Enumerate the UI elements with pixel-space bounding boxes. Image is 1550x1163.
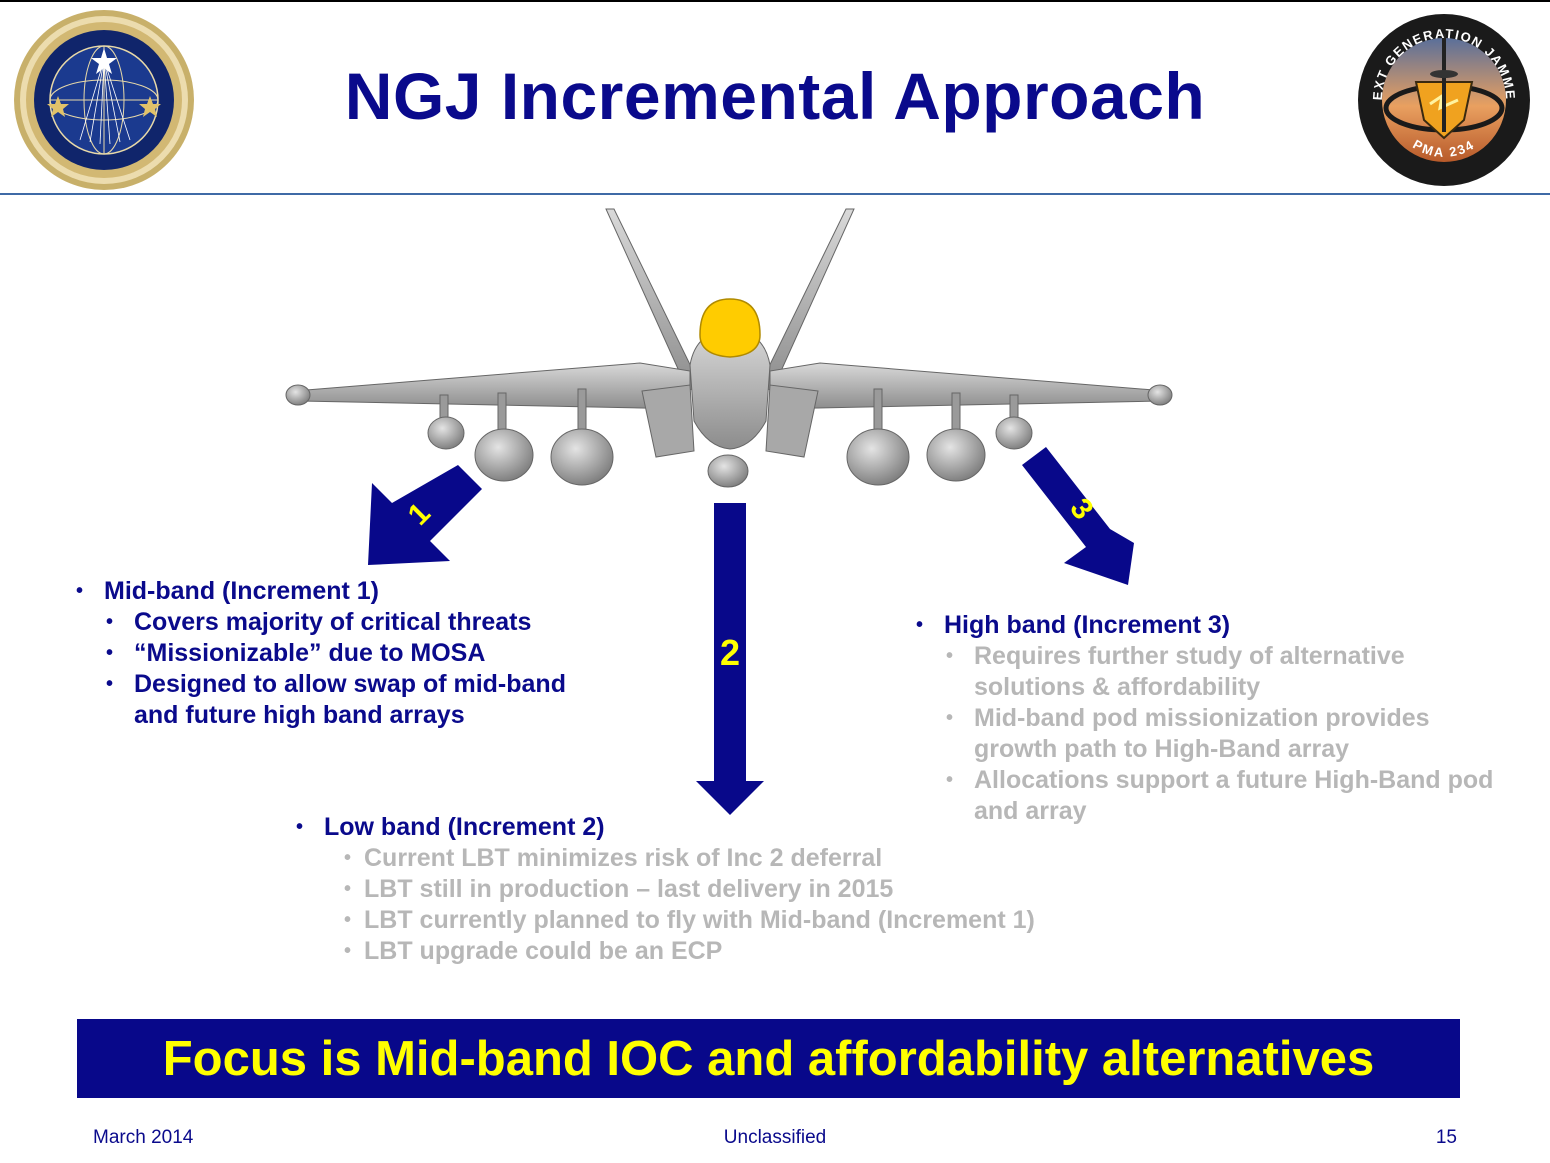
jet-illustration: 1 2 3 [285, 208, 1173, 815]
increment-3-bullet: Mid-band pod missionization provides gro… [916, 703, 1484, 765]
top-border [0, 0, 1550, 2]
increment-3-bullet: Requires further study of alternative so… [916, 641, 1444, 703]
canopy [699, 298, 761, 358]
increment-2-arrow: 2 [696, 503, 764, 815]
pod-outer-right [995, 416, 1033, 450]
increment-2-bullet: Current LBT minimizes risk of Inc 2 defe… [296, 843, 1196, 874]
pod-outer-left [427, 416, 465, 450]
pod-inner-right [846, 428, 910, 486]
increment-3-arrow: 3 [1022, 447, 1134, 585]
increment-2-bullet: LBT still in production – last delivery … [296, 874, 1196, 905]
ngj-program-logo: NEXT GENERATION JAMMER PMA 234 [1356, 12, 1530, 186]
pod-inner-left [550, 428, 614, 486]
increment-3-heading: High band (Increment 3) [916, 610, 1536, 641]
increment-1-bullet: Covers majority of critical threats [76, 607, 716, 638]
left-intake [641, 384, 695, 458]
increment-2-block: Low band (Increment 2) Current LBT minim… [296, 812, 1196, 967]
right-tail [759, 208, 855, 392]
svg-text:PMA 234: PMA 234 [1410, 137, 1477, 161]
increment-2-bullet: LBT currently planned to fly with Mid-ba… [296, 905, 1196, 936]
increment-1-bullet: Designed to allow swap of mid-band and f… [76, 669, 614, 731]
increment-1-arrow: 1 [368, 465, 482, 565]
office-seal-logo [14, 10, 194, 190]
pod-mid-right [926, 428, 986, 482]
footer-date: March 2014 [93, 1127, 194, 1148]
left-tail [605, 208, 701, 392]
left-wingtip-missile [285, 384, 311, 406]
right-wingtip-missile [1147, 384, 1173, 406]
focus-banner: Focus is Mid-band IOC and affordability … [77, 1019, 1460, 1098]
right-wing [769, 362, 1167, 410]
increment-2-bullet: LBT upgrade could be an ECP [296, 936, 1196, 967]
increment-2-arrow-label: 2 [720, 632, 740, 673]
increment-1-bullet: “Missionizable” due to MOSA [76, 638, 716, 669]
logo-bottom-text: PMA 234 [1410, 137, 1475, 161]
header-divider [0, 193, 1550, 195]
pod-mid-left [474, 428, 534, 482]
centerline-pod [707, 454, 749, 488]
increment-3-block: High band (Increment 3) Requires further… [916, 610, 1536, 827]
left-wing [293, 362, 691, 410]
right-intake [765, 384, 819, 458]
increment-1-heading: Mid-band (Increment 1) [76, 576, 716, 607]
footer-classification: Unclassified [723, 1127, 827, 1148]
increment-1-block: Mid-band (Increment 1) Covers majority o… [76, 576, 716, 731]
page-title: NGJ Incremental Approach [344, 59, 1206, 133]
increment-2-heading: Low band (Increment 2) [296, 812, 1196, 843]
footer-page-number: 15 [1435, 1127, 1457, 1148]
